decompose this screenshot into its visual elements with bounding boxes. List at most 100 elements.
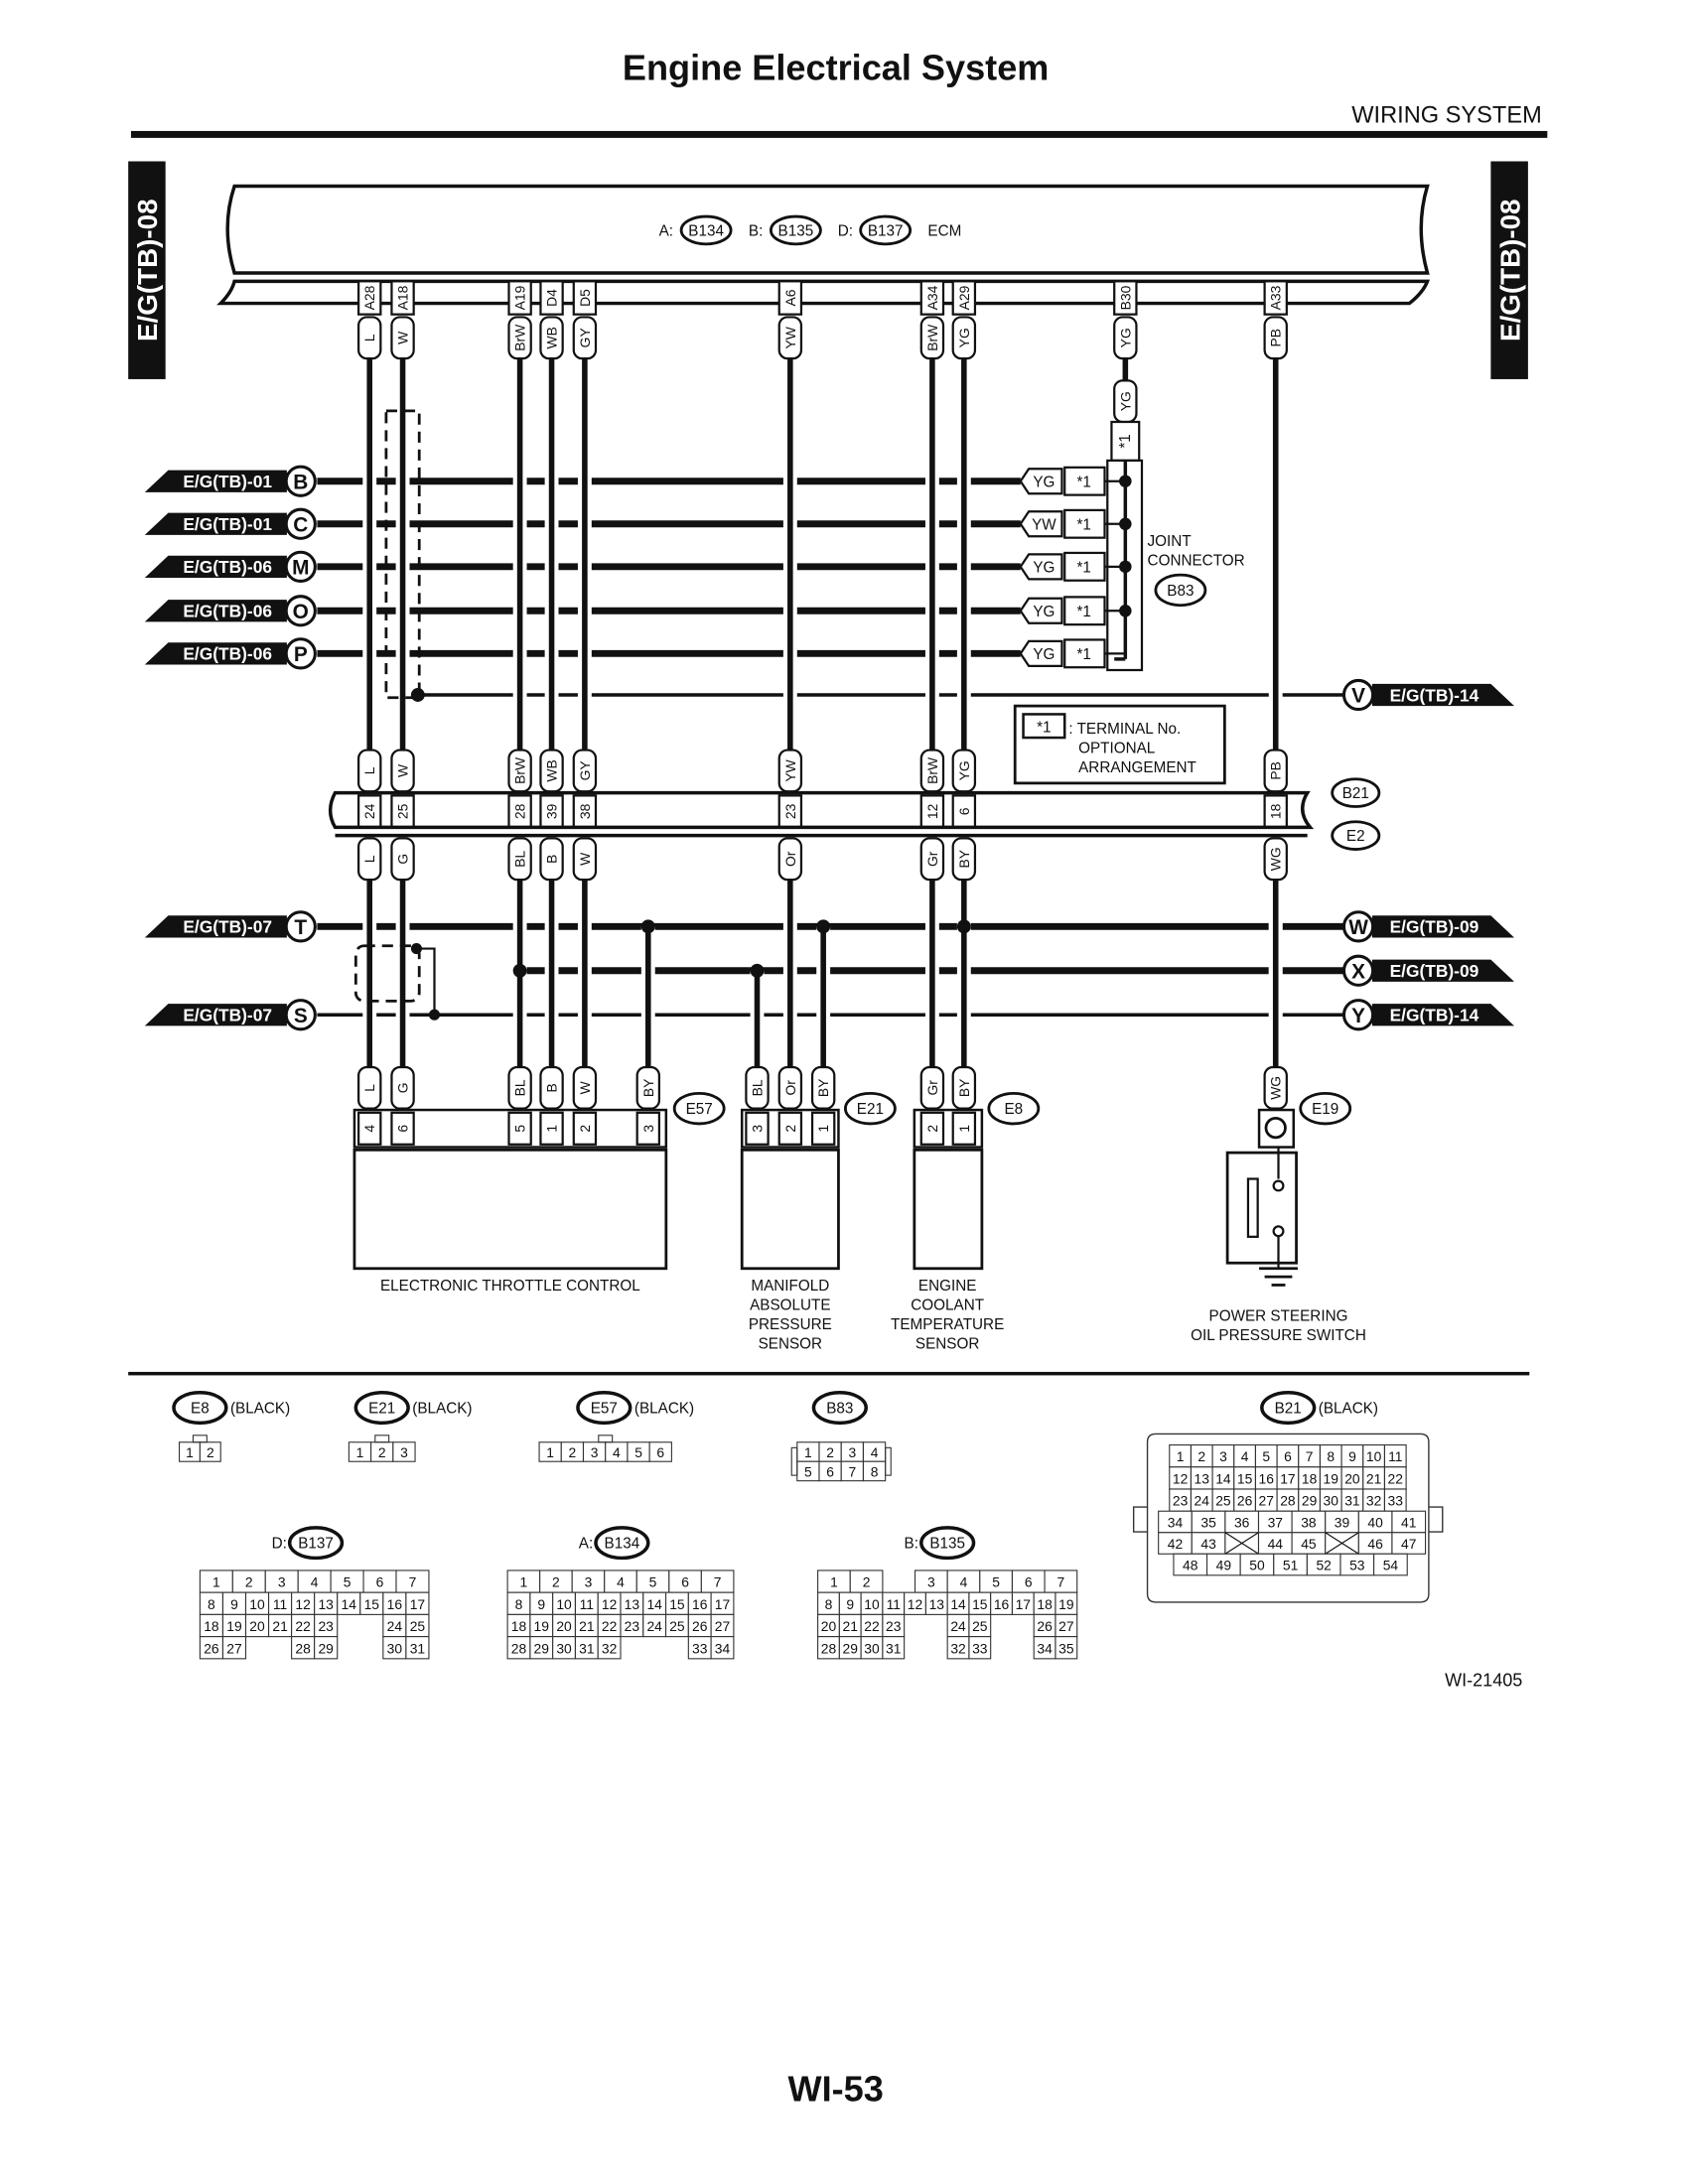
connector-view-id-oval — [353, 1391, 410, 1426]
pin-number: 3 — [750, 1125, 766, 1133]
connection-ref-tag — [144, 1004, 287, 1026]
connection-letter: Y — [1351, 1005, 1365, 1027]
ecm-connector-prefix: B: — [749, 223, 763, 240]
wire-color-tag — [539, 837, 564, 882]
connection-letter-circle — [284, 637, 317, 670]
device-connector-id: E8 — [1004, 1101, 1023, 1118]
cavity-number: 18 — [511, 1618, 527, 1634]
cavity-number: 12 — [295, 1596, 311, 1612]
wire-color-tag — [572, 1065, 598, 1110]
connection-ref-tag — [144, 915, 287, 938]
wire-color-tag — [357, 316, 382, 360]
cavity-number: 15 — [972, 1596, 988, 1612]
cavity-number: 31 — [410, 1640, 426, 1656]
cavity-number: 21 — [843, 1618, 859, 1634]
connection-letter: M — [292, 556, 309, 579]
cavity-number: 3 — [591, 1444, 599, 1460]
connector-view-color: (BLACK) — [230, 1401, 290, 1418]
cavity-number: 17 — [1280, 1470, 1296, 1486]
connector-cavity — [968, 1636, 992, 1660]
cavity-number: 5 — [992, 1574, 1000, 1590]
pin-box — [539, 1111, 564, 1146]
cavity-number: 5 — [344, 1574, 352, 1590]
wire-color-tag — [810, 1065, 836, 1110]
cavity-number: 17 — [715, 1596, 731, 1612]
joint-wire-color: YW — [1032, 516, 1056, 533]
pin-number: D4 — [544, 289, 560, 307]
wire-color-code: YG — [956, 760, 972, 780]
pin-box — [777, 1111, 803, 1146]
pin-box — [507, 1111, 532, 1146]
figure-id: WI-21405 — [1445, 1671, 1522, 1691]
junction-dot — [1119, 605, 1132, 617]
wire-color-tag — [745, 1065, 770, 1110]
connector-view-prefix: B: — [905, 1536, 918, 1553]
connection-ref-tag — [1371, 915, 1514, 938]
device-name: ENGINE — [918, 1278, 977, 1295]
pin-number: D5 — [577, 289, 593, 307]
wire-color-tag — [777, 837, 803, 882]
joint-pin-box — [1110, 420, 1141, 462]
cavity-number: 27 — [226, 1640, 242, 1656]
cavity-number: 6 — [656, 1444, 664, 1460]
cavity-number: 30 — [864, 1640, 880, 1656]
wire-color-tag — [390, 316, 415, 360]
cavity-number: 29 — [318, 1640, 334, 1656]
cavity-number: 32 — [1366, 1493, 1382, 1509]
ecm-label: ECM — [927, 223, 961, 240]
cavity-number: 1 — [520, 1574, 528, 1590]
device-name: TEMPERATURE — [891, 1316, 1004, 1333]
cavity-number: 8 — [871, 1464, 879, 1480]
cavity-number: 33 — [972, 1640, 988, 1656]
cavity-number: 1 — [356, 1444, 364, 1460]
cavity-number: 8 — [825, 1596, 833, 1612]
inline-connector-band-b21 — [328, 790, 1315, 830]
cavity-number: 33 — [1388, 1493, 1404, 1509]
cavity-number: 26 — [692, 1618, 708, 1634]
cavity-number: 10 — [556, 1596, 572, 1612]
cavity-number: 16 — [994, 1596, 1010, 1612]
joint-wire-tag — [1019, 639, 1063, 667]
cavity-number: 30 — [1324, 1493, 1339, 1509]
cavity-number: 16 — [692, 1596, 708, 1612]
b21-housing — [1146, 1433, 1430, 1603]
connector-view-id: B21 — [1275, 1401, 1302, 1418]
cavity-number: 14 — [950, 1596, 966, 1612]
cavity-number: 24 — [387, 1618, 403, 1634]
cavity-number: 39 — [1335, 1515, 1350, 1531]
cavity-number: 28 — [1280, 1493, 1296, 1509]
cavity-number: 36 — [1234, 1515, 1250, 1531]
wire-color-tag — [572, 316, 598, 360]
pressure-switch-diaphragm — [1246, 1177, 1259, 1238]
cavity-number: 24 — [950, 1618, 966, 1634]
cavity-number: 2 — [245, 1574, 253, 1590]
cavity-number: 18 — [1302, 1470, 1318, 1486]
joint-wire-tag — [1019, 553, 1063, 581]
map-sensor-body — [740, 1148, 840, 1271]
cavity-number: 4 — [1241, 1448, 1249, 1464]
cavity-number: 33 — [692, 1640, 708, 1656]
joint-connector-id: B83 — [1167, 583, 1194, 600]
cavity-number: 22 — [602, 1618, 618, 1634]
cavity-number: 13 — [318, 1596, 334, 1612]
connector-view-id-oval — [594, 1526, 650, 1561]
device-connector-id: E21 — [857, 1101, 884, 1118]
connection-ref-label: E/G(TB)-14 — [1390, 1005, 1479, 1024]
cavity-number: 15 — [364, 1596, 380, 1612]
cavity-number: 1 — [830, 1574, 838, 1590]
connection-ref-label: E/G(TB)-06 — [183, 644, 272, 664]
connection-letter-circle — [1341, 910, 1375, 943]
cavity-number: 45 — [1301, 1536, 1317, 1552]
connection-ref-tag — [144, 470, 287, 492]
cavity-number: 2 — [826, 1444, 834, 1460]
wire-color-code: BrW — [512, 324, 528, 351]
legend-text: OPTIONAL — [1078, 740, 1155, 756]
cavity-number: 34 — [1168, 1515, 1184, 1531]
pin-box — [507, 280, 532, 316]
connector-view-id-oval — [172, 1391, 228, 1426]
wire-color-tag — [390, 837, 415, 882]
wire-color-code: BL — [750, 1079, 766, 1096]
connection-letter-circle — [284, 465, 317, 497]
cavity-number: 12 — [908, 1596, 923, 1612]
junction-dot — [1119, 560, 1132, 574]
